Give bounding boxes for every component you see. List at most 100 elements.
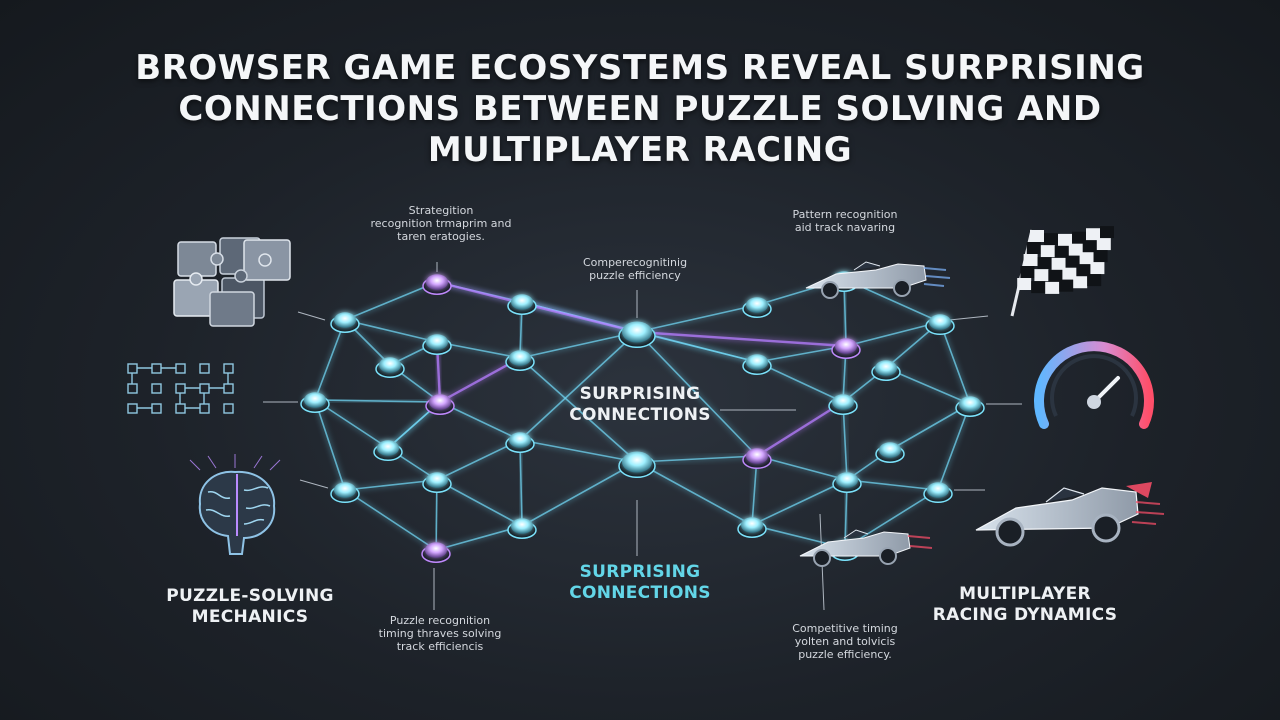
network-edge bbox=[519, 357, 638, 463]
note-top-center: Comperecognitinig puzzle efficiency bbox=[560, 256, 710, 282]
network-node bbox=[422, 472, 452, 493]
network-node bbox=[373, 440, 403, 461]
network-edge bbox=[519, 439, 523, 527]
flag-cell bbox=[1026, 242, 1041, 254]
label-line: CONNECTIONS bbox=[569, 583, 711, 603]
note-line: recognition trmaprim and bbox=[370, 217, 512, 230]
network-node bbox=[871, 360, 901, 381]
network-edge bbox=[436, 280, 638, 334]
network-node bbox=[375, 357, 405, 378]
flag-cell bbox=[1054, 245, 1069, 258]
network-node bbox=[742, 354, 772, 375]
network-node bbox=[505, 350, 535, 371]
puzzle-pieces-icon bbox=[173, 237, 291, 327]
note-line: taren eratogies. bbox=[397, 230, 485, 243]
network-node bbox=[832, 472, 862, 493]
network-node bbox=[923, 482, 953, 503]
race-car-icon bbox=[805, 261, 951, 299]
network-node bbox=[737, 517, 767, 538]
network-edge bbox=[314, 319, 346, 401]
network-node-purple bbox=[422, 274, 452, 295]
note-line: timing thraves solving bbox=[378, 627, 502, 640]
label-line: MULTIPLAYER bbox=[959, 584, 1091, 604]
network-edge bbox=[845, 321, 941, 347]
flag-cell bbox=[1031, 281, 1046, 294]
flag-cell bbox=[1045, 281, 1060, 294]
flag-cell bbox=[1040, 245, 1055, 258]
title-line-2: CONNECTIONS BETWEEN PUZZLE SOLVING AND bbox=[178, 89, 1102, 129]
note-line: aid track navaring bbox=[794, 221, 896, 234]
connector-line bbox=[297, 311, 326, 321]
label-line: SURPRISING bbox=[579, 562, 701, 582]
flag-cell bbox=[1072, 231, 1086, 244]
network-edge bbox=[314, 399, 441, 403]
network-node bbox=[618, 451, 656, 478]
race-car-icon bbox=[799, 529, 933, 567]
flag-cell bbox=[1017, 278, 1032, 290]
flag-cell bbox=[1020, 266, 1035, 278]
network-edge bbox=[756, 455, 848, 481]
network-node bbox=[300, 392, 330, 413]
network-edge bbox=[519, 439, 638, 463]
flag-cell bbox=[1059, 279, 1074, 292]
flag-cell bbox=[1023, 254, 1038, 266]
network-node bbox=[955, 396, 985, 417]
network-edge bbox=[521, 461, 638, 527]
flag-cell bbox=[1051, 257, 1066, 270]
network-node-purple bbox=[742, 448, 772, 469]
network-edge bbox=[636, 455, 758, 463]
network-node-purple bbox=[425, 394, 455, 415]
brain-icon bbox=[189, 454, 281, 555]
network-edge bbox=[756, 345, 847, 363]
flag-cell bbox=[1058, 233, 1072, 246]
network-edge bbox=[344, 479, 438, 491]
flag-cell bbox=[1096, 238, 1111, 251]
network-node bbox=[925, 314, 955, 335]
network-node bbox=[330, 312, 360, 333]
network-edge bbox=[751, 479, 848, 526]
network-edge bbox=[756, 400, 844, 458]
flag-cell bbox=[1100, 226, 1114, 239]
note-line: Pattern recognition bbox=[792, 208, 898, 221]
title-line-3: MULTIPLAYER RACING bbox=[427, 130, 853, 170]
checkered-flag-icon bbox=[1010, 226, 1114, 317]
note-line: puzzle efficiency bbox=[589, 269, 681, 282]
connector-line bbox=[299, 479, 329, 489]
flag-cell bbox=[1086, 228, 1100, 241]
network-node bbox=[505, 432, 535, 453]
network-edge bbox=[519, 331, 638, 359]
flag-cell bbox=[1065, 255, 1080, 268]
flag-cell bbox=[1030, 230, 1044, 242]
flag-cell bbox=[1079, 252, 1094, 265]
note-bottom-left: Puzzle recognition timing thraves solvin… bbox=[350, 614, 530, 653]
label-line: MECHANICS bbox=[191, 607, 309, 627]
page-title: BROWSER GAME ECOSYSTEMS REVEAL SURPRISIN… bbox=[40, 48, 1240, 171]
label-center-bottom: SURPRISING CONNECTIONS bbox=[550, 562, 730, 604]
flag-cell bbox=[1048, 269, 1063, 282]
flag-cell bbox=[1034, 269, 1049, 282]
network-edge bbox=[846, 479, 939, 491]
flag-cell bbox=[1044, 233, 1058, 246]
flag-cell bbox=[1062, 267, 1077, 280]
network-edge bbox=[937, 403, 971, 491]
speedometer-icon bbox=[1034, 341, 1154, 429]
network-edge bbox=[636, 461, 753, 526]
title-line-1: BROWSER GAME ECOSYSTEMS REVEAL SURPRISIN… bbox=[135, 48, 1145, 88]
flag-cell bbox=[1093, 250, 1108, 263]
label-puzzle-mechanics: PUZZLE-SOLVING MECHANICS bbox=[140, 586, 360, 628]
network-edge bbox=[436, 479, 523, 527]
flag-cell bbox=[1087, 274, 1102, 287]
note-line: Comperecognitinig bbox=[582, 256, 688, 269]
flag-cell bbox=[1082, 240, 1097, 253]
network-edge bbox=[314, 399, 346, 491]
network-node bbox=[330, 482, 360, 503]
note-line: track efficiencis bbox=[396, 640, 484, 653]
label-line: CONNECTIONS bbox=[569, 405, 711, 425]
network-edge bbox=[842, 401, 848, 481]
flag-cell bbox=[1068, 243, 1083, 256]
network-edge bbox=[344, 319, 438, 343]
network-edge bbox=[939, 321, 971, 405]
network-edge bbox=[519, 331, 638, 441]
network-node bbox=[507, 518, 537, 539]
